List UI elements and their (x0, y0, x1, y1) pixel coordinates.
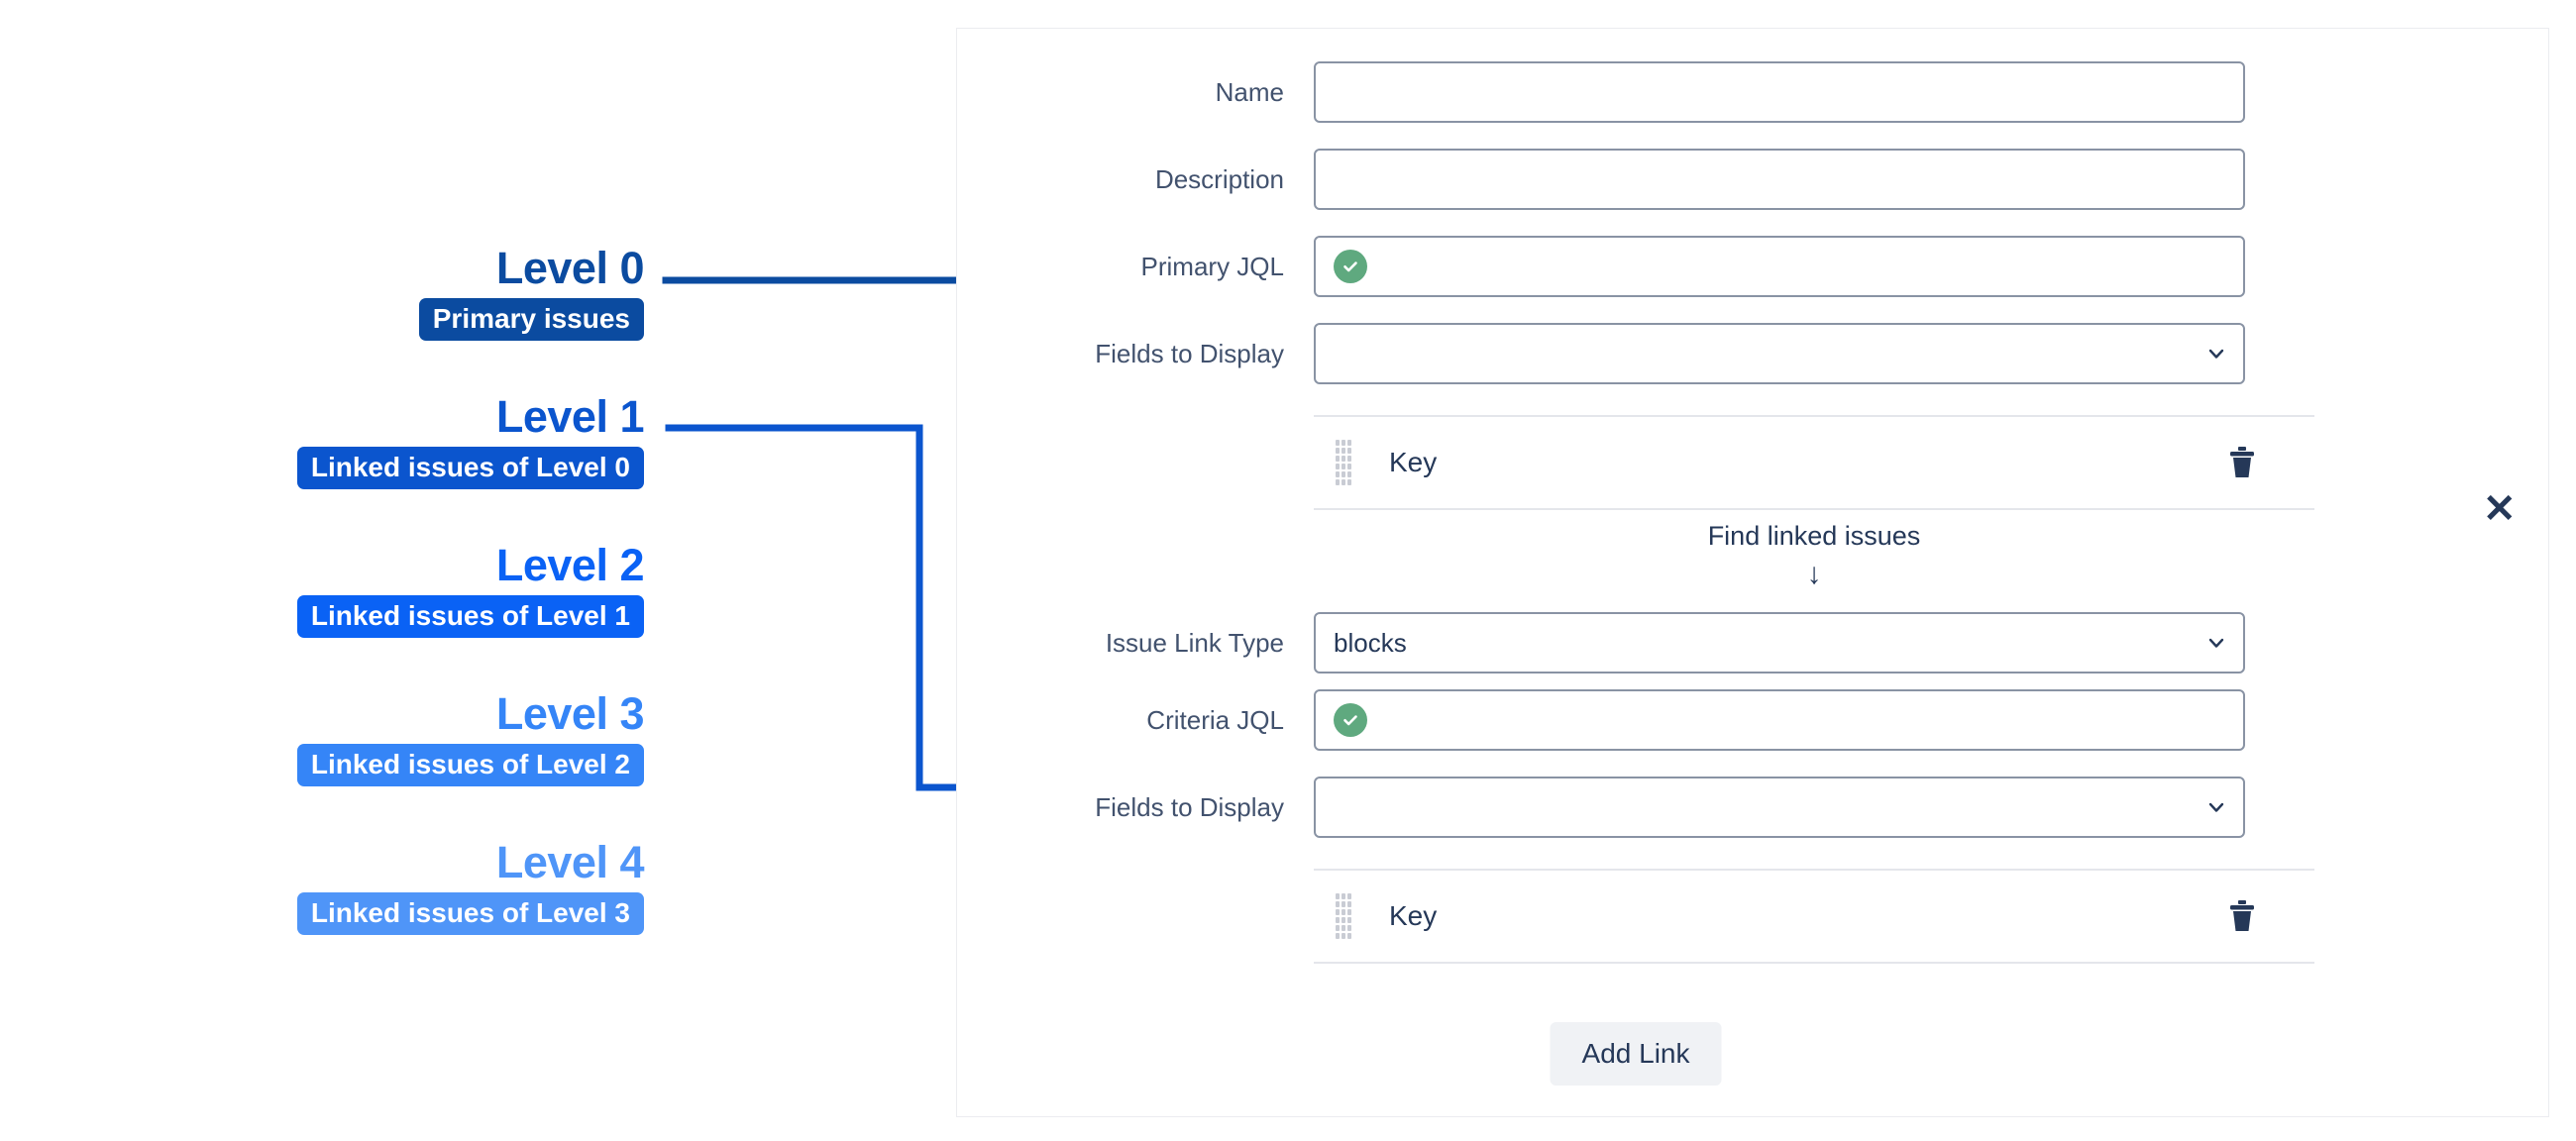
field-row-name: Name (1017, 61, 2245, 123)
down-arrow-icon: ↓ (1806, 557, 1822, 590)
criteria-jql-input[interactable] (1381, 703, 2225, 737)
link-fields-to-display-select[interactable] (1314, 777, 2245, 838)
chevron-down-icon (2207, 798, 2225, 816)
description-field[interactable] (1314, 149, 2245, 210)
primary-jql-input[interactable] (1381, 250, 2225, 283)
selected-field-name-primary: Key (1389, 447, 1438, 477)
criteria-jql-field[interactable] (1314, 689, 2245, 751)
name-input[interactable] (1334, 75, 2225, 109)
link-fields-to-display-label: Fields to Display (1095, 791, 1284, 822)
selected-field-row-link[interactable]: Key (1314, 869, 2314, 964)
chevron-down-icon (2207, 634, 2225, 652)
level-badge-3: Linked issues of Level 2 (296, 744, 644, 786)
level-badge-2: Linked issues of Level 1 (296, 595, 644, 638)
field-row-primary-fields-to-display: Fields to Display (1017, 323, 2245, 384)
description-label: Description (1154, 163, 1284, 194)
level-group-4: Level 4 Linked issues of Level 3 (30, 837, 645, 935)
selected-field-name-link: Key (1389, 900, 1438, 931)
primary-fields-to-display-label: Fields to Display (1095, 338, 1284, 368)
level-title-0: Level 0 (495, 243, 645, 293)
chevron-down-icon (2207, 345, 2225, 363)
close-icon[interactable]: ✕ (2483, 487, 2517, 531)
field-row-issue-link-type: Issue Link Type blocks (1017, 612, 2245, 674)
drag-handle-icon[interactable] (1336, 893, 1351, 939)
jql-valid-check-icon (1334, 703, 1367, 737)
description-input[interactable] (1334, 162, 2225, 196)
drag-handle-icon[interactable] (1336, 440, 1351, 485)
level-group-1: Level 1 Linked issues of Level 0 (30, 391, 645, 489)
delete-field-primary-button[interactable] (2227, 446, 2257, 479)
field-row-description: Description (1017, 149, 2245, 210)
find-linked-issues-text: Find linked issues (1707, 521, 1921, 551)
primary-jql-label: Primary JQL (1140, 251, 1284, 281)
selected-field-row-primary[interactable]: Key (1314, 415, 2314, 510)
name-label: Name (1215, 76, 1284, 107)
level-title-1: Level 1 (495, 391, 645, 442)
delete-field-link-button[interactable] (2227, 899, 2257, 933)
add-link-button[interactable]: Add Link (1550, 1022, 1722, 1086)
level-group-0: Level 0 Primary issues (30, 243, 645, 341)
level-hierarchy-diagram: Level 0 Primary issues Level 1 Linked is… (0, 0, 951, 1141)
issue-link-type-label: Issue Link Type (1105, 627, 1284, 658)
field-row-link-fields-to-display: Fields to Display (1017, 777, 2245, 838)
level-group-2: Level 2 Linked issues of Level 1 (30, 540, 645, 638)
field-row-criteria-jql: Criteria JQL (1017, 689, 2245, 751)
field-row-primary-jql: Primary JQL (1017, 236, 2245, 297)
level-badge-1: Linked issues of Level 0 (296, 447, 644, 489)
criteria-jql-label: Criteria JQL (1146, 704, 1284, 735)
level-title-3: Level 3 (495, 688, 645, 739)
issue-link-type-select[interactable]: blocks (1314, 612, 2245, 674)
level-title-2: Level 2 (495, 540, 645, 590)
level-badge-4: Linked issues of Level 3 (296, 892, 644, 935)
jql-valid-check-icon (1334, 250, 1367, 283)
primary-jql-field[interactable] (1314, 236, 2245, 297)
name-field[interactable] (1314, 61, 2245, 123)
find-linked-issues-divider: Find linked issues ↓ (1314, 521, 2314, 590)
level-badge-0: Primary issues (418, 298, 644, 341)
issue-link-type-value: blocks (1334, 627, 1407, 658)
primary-fields-to-display-select[interactable] (1314, 323, 2245, 384)
level-group-3: Level 3 Linked issues of Level 2 (30, 688, 645, 786)
link-configuration-panel: Name Description Primary JQL Fields (956, 28, 2549, 1117)
level-title-4: Level 4 (495, 837, 645, 887)
